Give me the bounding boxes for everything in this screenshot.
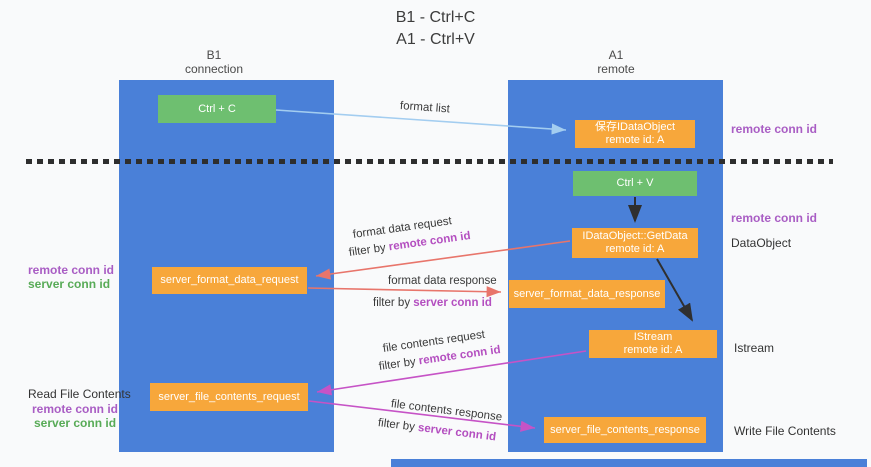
file-contents-response-arrow [308, 400, 536, 432]
node-istream-line1: IStream [633, 331, 673, 343]
right-column-subtitle: remote [597, 62, 635, 76]
bottom-bar [391, 459, 867, 467]
diagram-title: B1 - Ctrl+C A1 - Ctrl+V [0, 7, 871, 51]
label-read-file-contents: Read File Contents [28, 387, 131, 401]
node-server-format-data-response-label: server_format_data_response [513, 287, 661, 300]
node-getdata-line2: remote id: A [605, 243, 665, 255]
node-server-file-contents-request-label: server_file_contents_request [158, 390, 300, 403]
node-save-idataobject-line1: 保存IDataObject [594, 121, 676, 133]
filter-value: server conn id [413, 297, 492, 309]
node-getdata: IDataObject::GetData remote id: A [572, 228, 698, 258]
getdata-to-istream-arrow [656, 258, 693, 322]
left-column-header: B1 connection [139, 48, 289, 76]
node-server-format-data-response: server_format_data_response [509, 280, 665, 308]
label-filter-by-server-1: filter by server conn id [373, 297, 492, 309]
title-line-1: B1 - Ctrl+C [395, 9, 476, 26]
filter-prefix: filter by [373, 297, 414, 309]
node-ctrl-v: Ctrl + V [573, 171, 697, 196]
node-istream-line2: remote id: A [623, 344, 683, 356]
node-istream: IStream remote id: A [589, 330, 717, 358]
label-remote-conn-id-top: remote conn id [731, 122, 818, 136]
label-left-remote-conn-id-2: remote conn id [32, 402, 119, 416]
label-left-remote-conn-id-1: remote conn id [28, 263, 115, 277]
left-column-subtitle: connection [184, 62, 244, 76]
node-save-idataobject: 保存IDataObject remote id: A [575, 120, 695, 148]
label-remote-conn-id-mid: remote conn id [731, 211, 818, 225]
node-getdata-line1: IDataObject::GetData [582, 230, 688, 242]
node-ctrl-c: Ctrl + C [158, 95, 276, 123]
format-data-request-arrow [315, 240, 571, 280]
dashed-separator [26, 159, 833, 164]
label-left-server-conn-id-1: server conn id [28, 277, 111, 291]
left-column-title: B1 [206, 48, 222, 62]
node-server-file-contents-response-label: server_file_contents_response [550, 423, 700, 436]
label-dataobject: DataObject [731, 236, 792, 250]
label-write-file-contents: Write File Contents [734, 424, 836, 438]
node-save-idataobject-line2: remote id: A [605, 134, 665, 146]
node-server-file-contents-response: server_file_contents_response [544, 417, 706, 443]
label-istream: Istream [734, 341, 775, 355]
node-server-file-contents-request: server_file_contents_request [150, 383, 308, 411]
node-server-format-data-request-label: server_format_data_request [160, 274, 299, 286]
right-column-header: A1 remote [541, 48, 691, 76]
label-format-data-response: format data response [388, 275, 497, 287]
node-ctrl-v-label: Ctrl + V [616, 177, 654, 189]
right-column-title: A1 [608, 48, 624, 62]
label-left-server-conn-id-2: server conn id [34, 416, 117, 430]
file-contents-request-arrow [316, 350, 587, 396]
node-server-format-data-request: server_format_data_request [152, 267, 307, 294]
format-data-response-arrow [307, 286, 502, 298]
format-list-arrow [275, 109, 567, 135]
node-ctrl-c-label: Ctrl + C [198, 102, 236, 115]
title-line-2: A1 - Ctrl+V [396, 31, 475, 48]
